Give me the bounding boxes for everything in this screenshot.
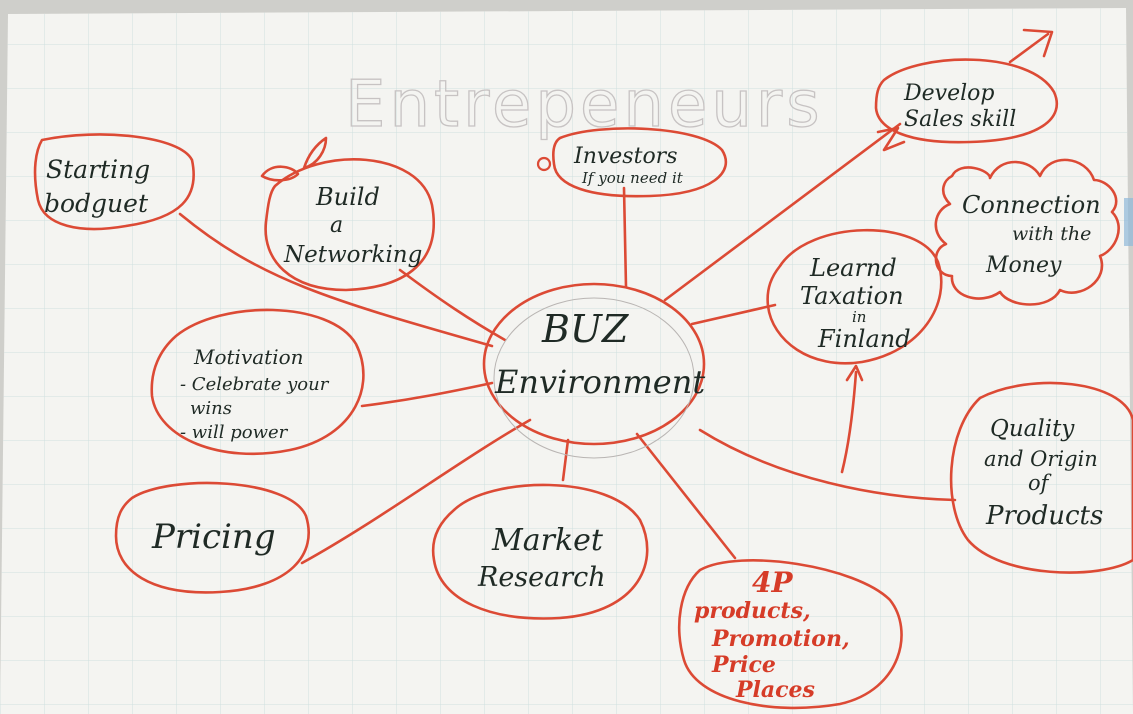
node-four-p: 4P products, Promotion, Price Places bbox=[678, 559, 903, 710]
node-market-research: Market Research bbox=[431, 483, 649, 620]
svg-text:Places: Places bbox=[735, 677, 815, 703]
svg-text:wins: wins bbox=[190, 398, 232, 419]
node-starting-budget: Starting bodguet bbox=[33, 133, 195, 231]
svg-text:Develop: Develop bbox=[903, 81, 994, 106]
svg-text:and Origin: and Origin bbox=[984, 447, 1098, 471]
svg-text:Build: Build bbox=[315, 183, 380, 211]
svg-text:in: in bbox=[852, 308, 866, 326]
svg-text:Taxation: Taxation bbox=[800, 282, 904, 310]
svg-text:Price: Price bbox=[711, 652, 776, 678]
svg-text:Connection: Connection bbox=[962, 191, 1101, 219]
svg-text:Learnd: Learnd bbox=[809, 254, 897, 282]
svg-text:bodguet: bodguet bbox=[44, 189, 149, 218]
svg-text:If you need it: If you need it bbox=[581, 169, 684, 187]
svg-text:Market: Market bbox=[491, 523, 604, 558]
marker-smudge bbox=[1124, 198, 1133, 246]
svg-text:Finland: Finland bbox=[817, 325, 911, 353]
center-label-buz: BUZ bbox=[541, 307, 629, 351]
svg-text:Sales skill: Sales skill bbox=[904, 107, 1016, 132]
node-connection-money: Connection with the Money bbox=[934, 158, 1120, 306]
svg-text:Quality: Quality bbox=[990, 416, 1075, 442]
svg-text:Starting: Starting bbox=[46, 155, 150, 184]
svg-text:Investors: Investors bbox=[573, 144, 678, 169]
node-develop-sales-skill: Develop Sales skill bbox=[874, 28, 1059, 152]
node-build-networking: Build a Networking bbox=[260, 136, 435, 292]
svg-text:4P: 4P bbox=[752, 566, 793, 599]
paper-grid bbox=[0, 8, 1133, 714]
center-node: BUZ Environment bbox=[482, 282, 705, 459]
svg-text:Motivation: Motivation bbox=[193, 345, 304, 369]
node-learn-taxation: Learnd Taxation in Finland bbox=[766, 228, 943, 365]
svg-text:Products: Products bbox=[985, 501, 1103, 531]
node-motivation: Motivation - Celebrate your wins - will … bbox=[150, 308, 365, 456]
svg-text:- will power: - will power bbox=[180, 422, 289, 443]
svg-text:a: a bbox=[330, 213, 343, 238]
svg-text:Pricing: Pricing bbox=[151, 517, 276, 557]
svg-text:Money: Money bbox=[985, 253, 1062, 278]
node-quality-origin: Quality and Origin of Products bbox=[949, 381, 1133, 574]
svg-text:Networking: Networking bbox=[283, 242, 422, 268]
center-label-environment: Environment bbox=[494, 363, 705, 401]
node-investors: Investors If you need it bbox=[536, 127, 728, 198]
svg-text:with the: with the bbox=[1012, 223, 1091, 245]
svg-text:Promotion,: Promotion, bbox=[711, 626, 850, 652]
title-entrepeneurs: Entrepeneurs bbox=[345, 68, 824, 142]
svg-text:of: of bbox=[1028, 471, 1052, 495]
svg-text:products,: products, bbox=[694, 598, 811, 624]
svg-text:Research: Research bbox=[477, 562, 606, 593]
svg-text:- Celebrate your: - Celebrate your bbox=[180, 374, 330, 395]
node-pricing: Pricing bbox=[114, 481, 310, 594]
connector-lines bbox=[178, 122, 957, 565]
